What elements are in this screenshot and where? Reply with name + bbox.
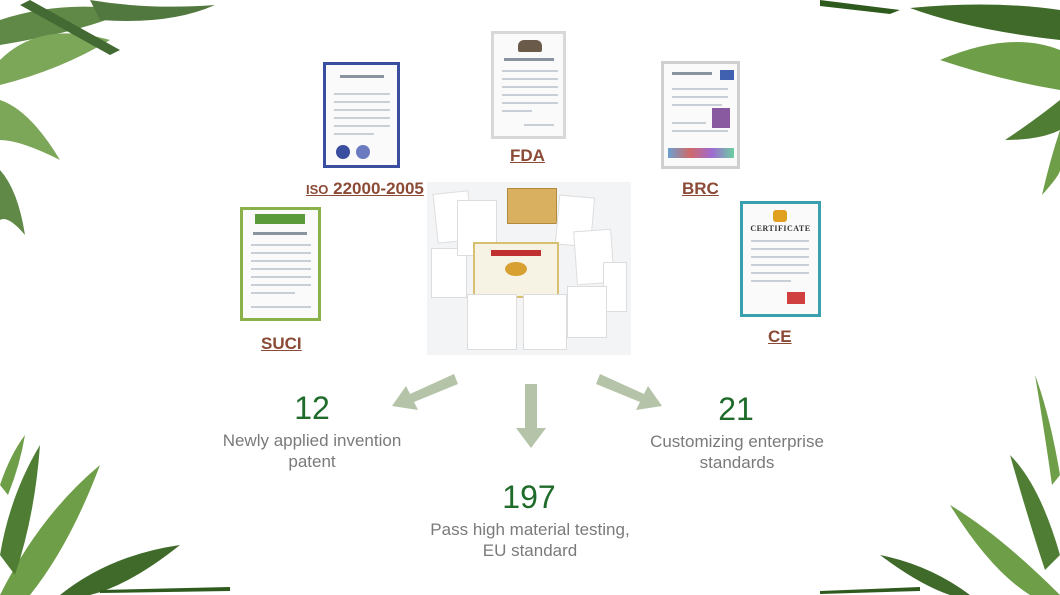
palm-leaf-top-right xyxy=(820,0,1060,195)
stat-bottom-value: 197 xyxy=(502,479,556,515)
stat-left-value: 12 xyxy=(294,390,330,426)
iso-certificate xyxy=(323,62,400,168)
brc-label: BRC xyxy=(682,179,719,198)
fda-label: FDA xyxy=(510,146,545,165)
iso-label-prefix: ISO xyxy=(306,182,329,197)
arrow-down-right-icon xyxy=(596,374,662,410)
brc-certificate xyxy=(661,61,740,169)
ce-label: CE xyxy=(768,327,792,346)
stat-left-desc-line2: patent xyxy=(288,452,336,471)
ce-certificate-header: CERTIFICATE xyxy=(750,224,811,233)
iso-label: ISO 22000-2005 xyxy=(306,179,424,199)
stat-left-desc-line1: Newly applied invention xyxy=(222,431,402,450)
stat-bottom-desc-line2: EU standard xyxy=(482,541,578,560)
suci-label: SUCI xyxy=(261,334,302,353)
palm-leaf-bottom-right xyxy=(820,375,1060,595)
stat-right-value: 21 xyxy=(718,391,754,427)
palm-leaf-bottom-left xyxy=(0,435,230,595)
palm-leaf-top-left xyxy=(0,0,215,235)
arrow-down-icon xyxy=(516,384,546,448)
iso-label-number: 22000-2005 xyxy=(328,179,424,198)
certificate-collage xyxy=(427,182,631,355)
stat-bottom-description: Pass high material testing, EU standard xyxy=(400,519,660,561)
stat-right-desc-line1: Customizing enterprise xyxy=(650,432,824,451)
arrow-down-left-icon xyxy=(392,374,458,410)
ce-certificate: CERTIFICATE xyxy=(740,201,821,317)
stat-right-description: Customizing enterprise standards xyxy=(620,431,854,473)
stat-bottom-desc-line1: Pass high material testing, xyxy=(430,520,630,539)
stat-right-desc-line2: standards xyxy=(699,453,775,472)
fda-certificate xyxy=(491,31,566,139)
suci-certificate xyxy=(240,207,321,321)
stat-left-description: Newly applied invention patent xyxy=(190,430,434,472)
